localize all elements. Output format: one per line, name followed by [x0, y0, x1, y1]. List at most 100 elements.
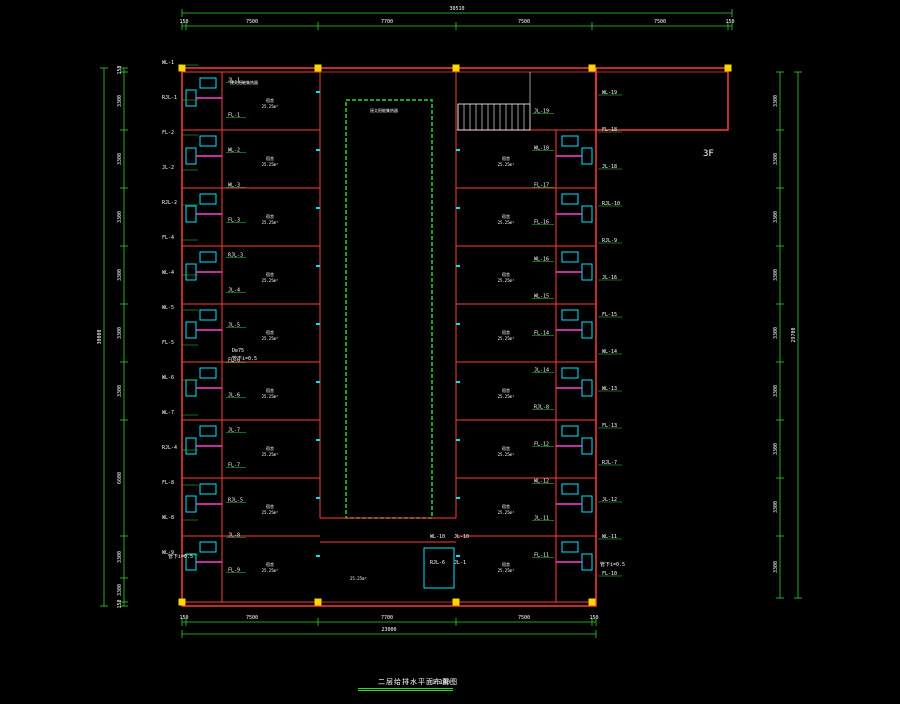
right-dimension-label: 3300: [773, 327, 779, 339]
shower-fixture: [185, 89, 197, 107]
pipe-label-left: FL-7: [228, 463, 240, 469]
room-name: 宿舍: [502, 445, 510, 451]
pipe-label-left: FL-2: [162, 130, 174, 136]
pipe-label-bottom: JL-10: [454, 534, 469, 540]
top-dimension-label: 7500: [518, 19, 530, 25]
room-area: 25.25m²: [498, 162, 515, 167]
pipe-label-left: WL-2: [228, 148, 240, 154]
top-dimension-label: 7700: [381, 19, 393, 25]
toilet-fixture: [561, 483, 579, 495]
right-dimension-label: 3300: [773, 385, 779, 397]
room-area: 25.25m²: [262, 162, 279, 167]
room-name: 宿舍: [266, 329, 274, 335]
shower-fixture: [185, 263, 197, 281]
pipe-label-right: WL-16: [534, 257, 549, 263]
bottom-dimension-label: 150: [179, 615, 188, 621]
room-name: 宿舍: [266, 445, 274, 451]
pipe-label-right: JL-16: [602, 275, 617, 281]
shower-fixture: [185, 321, 197, 339]
pipe-label-right: WL-11: [602, 534, 617, 540]
room-area: 25.25m²: [262, 104, 279, 109]
room-area: 25.25m²: [262, 278, 279, 283]
toilet-fixture: [561, 193, 579, 205]
left-dimension-label: 3300: [117, 584, 123, 596]
pipe-note-4: 管下i=0.5: [600, 561, 625, 568]
toilet-fixture: [561, 425, 579, 437]
pipe-label-right: FL-14: [534, 331, 549, 337]
outer-wall: [181, 67, 597, 607]
pipe-label-right: JL-12: [602, 497, 617, 503]
room-name: 宿舍: [266, 97, 274, 103]
room-name: 宿舍: [502, 271, 510, 277]
pipe-label-left: RJL-4: [162, 445, 177, 451]
room-area: 25.25m²: [498, 452, 515, 457]
left-dimension-overall-label: 30000: [97, 329, 103, 344]
top-dimension-label: 7500: [654, 19, 666, 25]
top-dimension-label: 150: [725, 19, 734, 25]
left-dimension-label: 3300: [117, 551, 123, 563]
pipe-label-bottom: JL-1: [454, 560, 466, 566]
toilet-fixture: [199, 309, 217, 321]
shower-fixture: [581, 553, 593, 571]
pipe-label-right: RJL-7: [602, 460, 617, 466]
shower-fixture: [185, 495, 197, 513]
pipe-label-right: FL-15: [602, 312, 617, 318]
left-dimension-label: 3300: [117, 95, 123, 107]
top-dimension-label: 7500: [246, 19, 258, 25]
room-name: 宿舍: [502, 155, 510, 161]
room-name: 宿舍: [502, 387, 510, 393]
right-dimension-label: 3300: [773, 153, 779, 165]
pipe-label-left: FL-1: [228, 113, 240, 119]
pipe-label-right: JL-18: [602, 164, 617, 170]
toilet-fixture: [199, 193, 217, 205]
pipe-label-left: WL-6: [162, 375, 174, 381]
pipe-label-left: WL-7: [162, 410, 174, 416]
right-dimension-label: 3300: [773, 211, 779, 223]
pipe-label-left: RJL-3: [228, 253, 243, 259]
left-dimension-label: 3300: [117, 153, 123, 165]
right-dimension-label: 3300: [773, 501, 779, 513]
pipe-label-bottom: WL-10: [430, 534, 445, 540]
toilet-fixture: [561, 367, 579, 379]
shower-fixture: [581, 147, 593, 165]
pipe-label-left: WL-1: [162, 60, 174, 66]
room-name: 宿舍: [266, 503, 274, 509]
pipe-label-left: WL-5: [162, 305, 174, 311]
top-dimension-label: 150: [179, 19, 188, 25]
pipe-label-left: WL-4: [162, 270, 174, 276]
room-name: 宿舍: [502, 503, 510, 509]
room-area: 25.25m²: [262, 394, 279, 399]
toilet-fixture: [561, 309, 579, 321]
pipe-label-left: JL-1: [228, 78, 240, 84]
pipe-label-right: FL-11: [534, 553, 549, 559]
title-underline: [358, 688, 453, 689]
pipe-label-right: RJL-8: [534, 405, 549, 411]
left-dimension-label: 6600: [117, 472, 123, 484]
right-dimension-label: 3300: [773, 95, 779, 107]
pipe-label-right: FL-13: [602, 423, 617, 429]
room-area: 25.25m²: [262, 220, 279, 225]
left-dimension-label: 3300: [117, 327, 123, 339]
pipe-label-left: FL-9: [228, 568, 240, 574]
left-dimension-label: 3300: [117, 269, 123, 281]
left-dimension-label: 150: [117, 599, 123, 608]
bottom-dimension-label: 7700: [381, 615, 393, 621]
left-dimension-label: 150: [117, 65, 123, 74]
pipe-label-right: WL-18: [534, 146, 549, 152]
pipe-label-right: JL-19: [534, 109, 549, 115]
heater-note: 接太阳能集热器: [230, 79, 258, 85]
stair-outline: [457, 103, 531, 131]
bottom-dimension-label: 150: [589, 615, 598, 621]
pipe-label-left: RJL-1: [162, 95, 177, 101]
toilet-fixture: [199, 425, 217, 437]
right-dimension-label: 3300: [773, 269, 779, 281]
shower-fixture: [185, 437, 197, 455]
title-underline-2: [358, 690, 453, 691]
room-name: 宿舍: [266, 387, 274, 393]
bottom-dimension-overall-label: 23000: [381, 627, 396, 633]
bottom-room-area: 25.25m²: [350, 576, 367, 581]
pipe-label-left: FL-3: [228, 218, 240, 224]
pipe-label-left: RJL-2: [162, 200, 177, 206]
